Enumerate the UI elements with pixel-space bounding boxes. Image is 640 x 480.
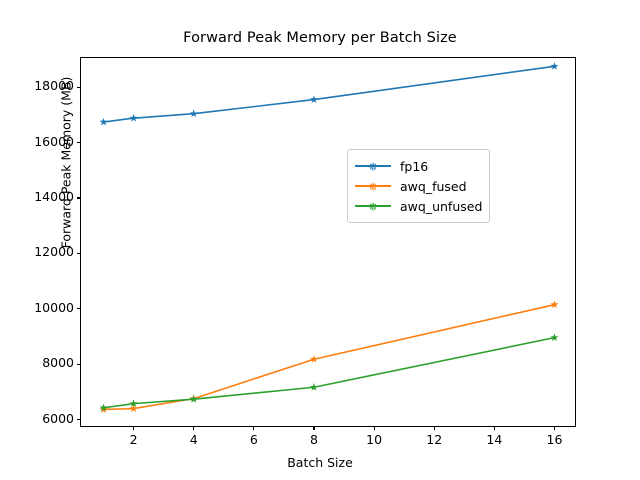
star-icon: ✵ xyxy=(368,180,379,194)
y-tick-label: 10000 xyxy=(34,299,74,315)
y-tick-mark xyxy=(77,86,81,88)
x-tick-label: 8 xyxy=(309,432,318,447)
line-awq_fused xyxy=(103,303,555,411)
marker-awq_unfused-16 xyxy=(550,333,559,342)
marker-fp16-4 xyxy=(189,109,198,118)
legend-line xyxy=(355,185,391,187)
y-tick-label: 16000 xyxy=(34,133,74,149)
x-tick-mark xyxy=(193,426,195,430)
x-tick-label: 6 xyxy=(249,432,258,447)
x-tick-label: 12 xyxy=(426,432,443,447)
legend-label: fp16 xyxy=(400,158,429,174)
legend-line xyxy=(355,205,391,207)
plot-area: 6000 8000 10000 12000 14000 16000 18000 2 4 6 8 10… xyxy=(34,57,576,447)
legend-swatch-fp16: ✵ xyxy=(355,159,391,173)
marker-awq_fused-8 xyxy=(309,355,318,363)
x-tick-mark xyxy=(133,426,135,430)
series-lines xyxy=(99,62,559,413)
line-awq_unfused xyxy=(103,336,555,409)
y-tick-mark xyxy=(77,142,81,144)
legend-item-fp16[interactable]: ✵ fp16 xyxy=(355,156,481,176)
y-tick-mark xyxy=(77,363,81,365)
x-tick-label: 2 xyxy=(129,432,138,447)
x-tick-label: 10 xyxy=(366,432,383,447)
marker-fp16-1 xyxy=(99,117,108,126)
chart-legend: ✵ fp16 ✵ awq_fused ✵ awq_unfused xyxy=(347,149,490,223)
marker-fp16-16 xyxy=(550,62,559,70)
y-tick-label: 8000 xyxy=(42,355,74,371)
x-tick-mark xyxy=(433,426,435,430)
y-tick-mark xyxy=(77,419,81,421)
x-tick-label: 14 xyxy=(486,432,503,447)
legend-label: awq_unfused xyxy=(400,198,483,214)
legend-swatch-awq_unfused: ✵ xyxy=(355,199,391,213)
y-tick-label: 14000 xyxy=(34,188,74,204)
star-icon: ✵ xyxy=(368,160,379,174)
y-tick-mark xyxy=(77,252,81,254)
legend-label: awq_fused xyxy=(400,178,467,194)
legend-line xyxy=(355,165,391,167)
x-axis-label: Batch Size xyxy=(287,455,353,470)
chart-title: Forward Peak Memory per Batch Size xyxy=(183,30,457,46)
x-tick-label: 16 xyxy=(546,432,563,447)
marker-fp16-8 xyxy=(309,95,318,103)
marker-awq_unfused-1 xyxy=(99,403,108,412)
series-awq_fused xyxy=(99,300,559,413)
marker-fp16-2 xyxy=(129,113,138,122)
marker-awq_fused-2 xyxy=(129,404,138,412)
marker-awq_unfused-2 xyxy=(129,399,138,408)
star-icon: ✵ xyxy=(368,200,379,214)
y-tick-mark xyxy=(77,197,81,199)
x-tick-mark xyxy=(373,426,375,430)
line-fp16 xyxy=(103,65,555,123)
x-tick-label: 4 xyxy=(189,432,198,447)
legend-swatch-awq_fused: ✵ xyxy=(355,179,391,193)
y-tick-label: 6000 xyxy=(42,410,74,426)
marker-awq_fused-16 xyxy=(550,300,559,309)
marker-awq_unfused-8 xyxy=(309,383,318,391)
x-tick-mark xyxy=(493,426,495,430)
legend-item-awq_fused[interactable]: ✵ awq_fused xyxy=(355,176,481,196)
marker-awq_unfused-4 xyxy=(189,394,198,403)
x-tick-mark xyxy=(253,426,255,430)
y-tick-label: 18000 xyxy=(34,78,74,94)
legend-item-awq_unfused[interactable]: ✵ awq_unfused xyxy=(355,196,483,216)
x-tick-mark xyxy=(553,426,555,430)
x-tick-mark xyxy=(313,426,315,430)
y-tick-label: 12000 xyxy=(34,244,74,260)
series-awq_unfused xyxy=(99,333,559,412)
series-fp16 xyxy=(99,62,559,126)
y-tick-mark xyxy=(77,308,81,310)
